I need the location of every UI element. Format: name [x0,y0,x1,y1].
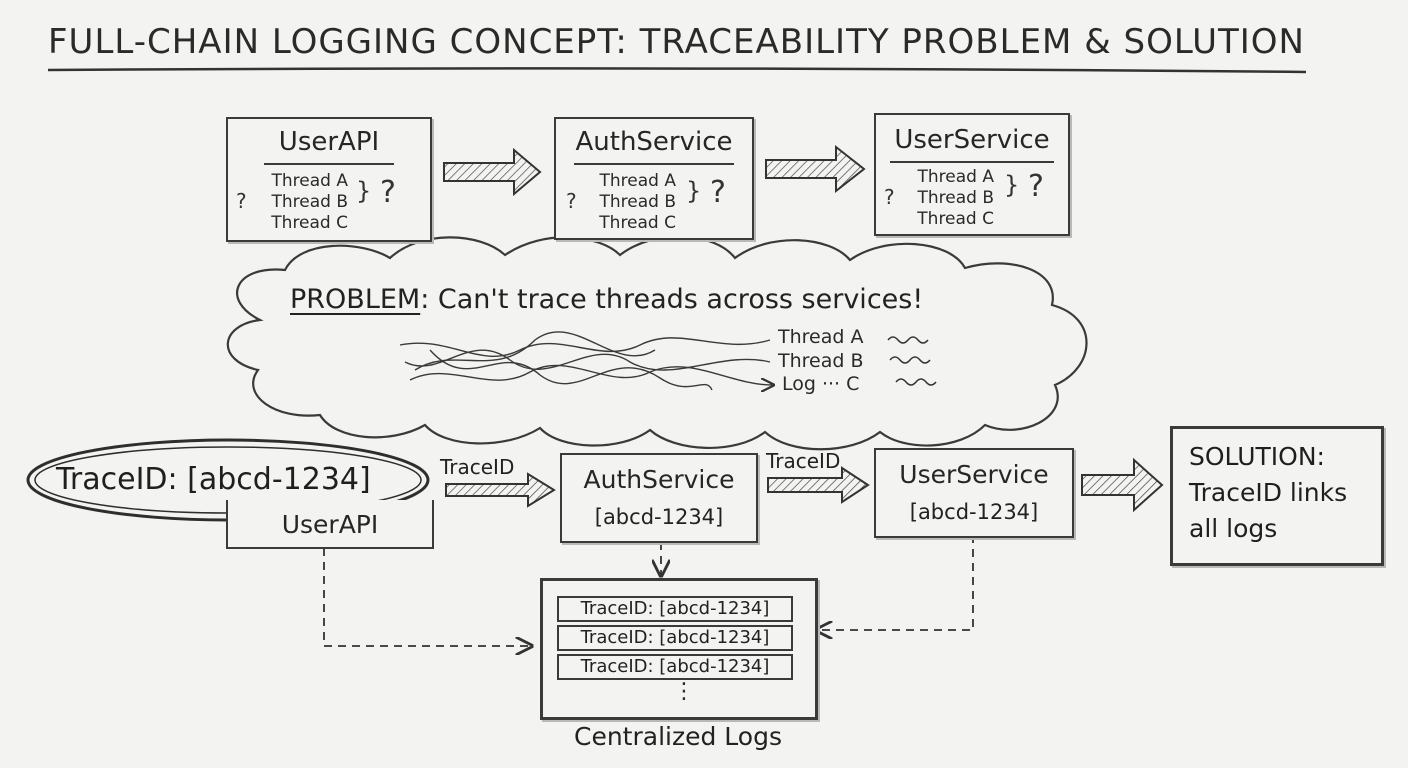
trace-id-value: [abcd-1234] [594,505,724,529]
tangled-threads [399,331,772,390]
thread-label: Thread C [599,213,676,233]
problem-cloud [226,235,1088,451]
solution-box-userapi: UserAPI [226,500,434,549]
arrow-label-traceid: TraceID [440,455,515,479]
title-underline [264,163,394,165]
thread-label: Thread A [917,167,994,187]
service-title: AuthService [583,465,735,494]
solution-box-authservice: AuthService [abcd-1234] [560,453,758,543]
arrow-label-traceid: TraceID [766,449,841,473]
thread-label: Thread B [599,192,676,212]
service-title: UserAPI [281,510,379,539]
brace-icon: } [356,177,372,205]
legend-thread-a: Thread A [778,326,864,348]
log-entry: TraceID: [abcd-1234] [557,596,793,622]
question-mark-icon: ? [710,175,726,210]
thread-label: Thread C [271,213,348,233]
problem-statement: PROBLEM: Can't trace threads across serv… [290,284,923,315]
title-underline [47,67,1307,74]
solution-line: SOLUTION: [1189,442,1325,471]
legend-thread-b: Thread B [778,350,864,372]
problem-box-authservice: AuthService Thread A Thread B Thread C ?… [554,117,754,240]
problem-text: : Can't trace threads across services! [420,284,924,315]
page-title: FULL-CHAIN LOGGING CONCEPT: TRACEABILITY… [48,22,1305,62]
solution-text: SOLUTION: TraceID links all logs [1189,439,1347,547]
thread-label: Thread B [271,192,348,212]
central-logs-box: TraceID: [abcd-1234] TraceID: [abcd-1234… [540,578,818,720]
log-entry: TraceID: [abcd-1234] [557,625,793,651]
question-mark-icon: ? [884,185,895,209]
question-mark-icon: ? [1028,169,1044,204]
brace-icon: } [686,177,702,205]
wiggle-c [895,378,937,386]
log-entry: TraceID: [abcd-1234] [557,654,793,680]
right-arrow-icon [765,144,866,194]
thread-label: Thread B [917,188,994,208]
wiggle-a [887,336,929,344]
trace-id-label: TraceID: [abcd-1234] [56,462,371,497]
solution-line: TraceID links [1189,478,1348,507]
thread-label: Thread A [271,171,348,191]
title-underline [574,163,734,165]
thread-label: Thread C [917,209,994,229]
thread-label: Thread A [599,171,676,191]
legend-log-c: Log ··· C [782,373,860,395]
dashed-connector-user [818,535,974,630]
trace-id-value: [abcd-1234] [909,500,1039,524]
problem-box-userservice: UserService Thread A Thread B Thread C ?… [874,113,1070,236]
brace-icon: } [1004,171,1020,199]
thread-list: Thread A Thread B Thread C [252,171,348,234]
service-title: AuthService [575,127,733,157]
wiggle-b [889,356,931,364]
solution-box: SOLUTION: TraceID links all logs [1170,426,1384,566]
right-arrow-icon [443,147,542,197]
right-arrow-icon [1081,457,1164,513]
thread-list: Thread A Thread B Thread C [898,167,994,230]
solution-line: all logs [1189,514,1278,543]
question-mark-icon: ? [566,189,577,213]
problem-label: PROBLEM [290,284,421,315]
thread-list: Thread A Thread B Thread C [580,171,676,234]
service-title: UserAPI [278,127,380,157]
log-ellipsis: ⋮ [673,679,695,704]
central-logs-caption: Centralized Logs [574,722,782,751]
title-underline [890,161,1054,163]
dashed-connector-userapi [323,548,530,646]
right-arrow-icon [445,472,556,508]
problem-box-userapi: UserAPI Thread A Thread B Thread C ? } ? [226,117,432,242]
right-arrow-icon [767,466,870,504]
service-title: UserService [899,460,1049,489]
service-title: UserService [894,125,1050,155]
question-mark-icon: ? [380,175,396,210]
solution-box-userservice: UserService [abcd-1234] [874,448,1074,538]
question-mark-icon: ? [236,189,247,213]
